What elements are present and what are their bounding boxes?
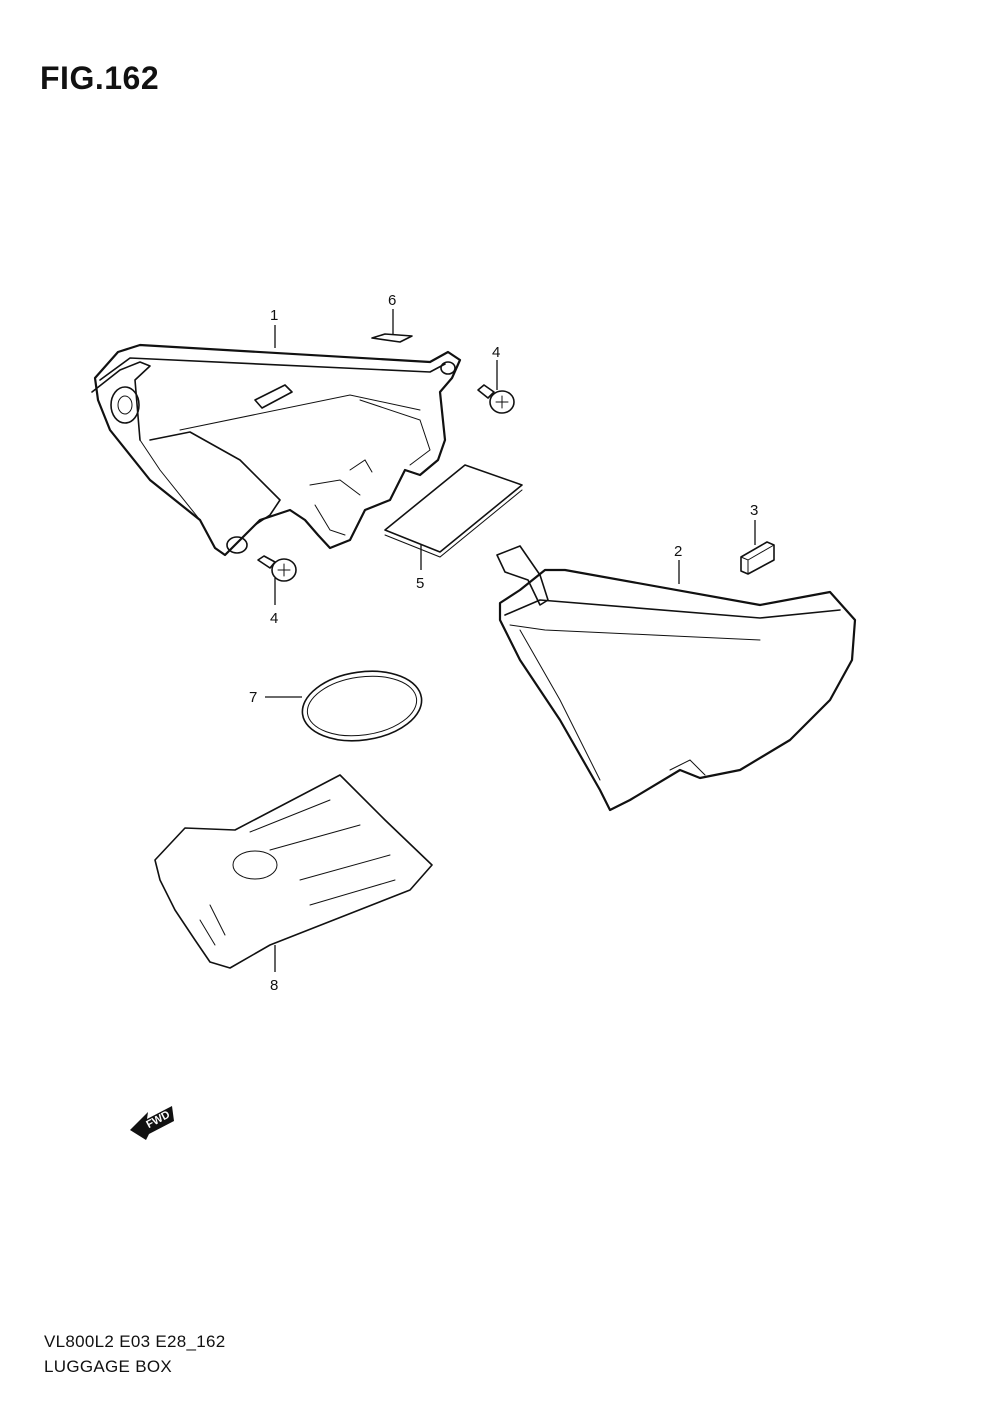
mat-sheet-part — [384, 464, 523, 558]
seal-ring-part — [301, 670, 423, 742]
clip-part — [740, 541, 775, 575]
bolt-lower-part — [257, 555, 297, 582]
section-name: LUGGAGE BOX — [44, 1357, 173, 1376]
callout-3: 3 — [750, 502, 758, 519]
luggage-box-part — [91, 343, 462, 557]
callout-6: 6 — [388, 292, 396, 309]
figure-title: FIG.162 — [40, 60, 160, 96]
callout-4-upper: 4 — [492, 344, 500, 361]
model-code: VL800L2 E03 E28_162 — [44, 1332, 226, 1351]
small-pad-part — [371, 333, 413, 343]
callout-8: 8 — [270, 977, 278, 994]
forward-arrow-icon: FWD — [130, 1106, 174, 1140]
side-cover-part — [496, 545, 857, 812]
callout-2: 2 — [674, 543, 682, 560]
bolt-upper-part — [477, 384, 515, 414]
callout-7: 7 — [249, 689, 257, 706]
cover-bag-part — [154, 774, 433, 969]
callout-5: 5 — [416, 575, 424, 592]
callout-4-lower: 4 — [270, 610, 278, 627]
callout-1: 1 — [270, 307, 278, 324]
